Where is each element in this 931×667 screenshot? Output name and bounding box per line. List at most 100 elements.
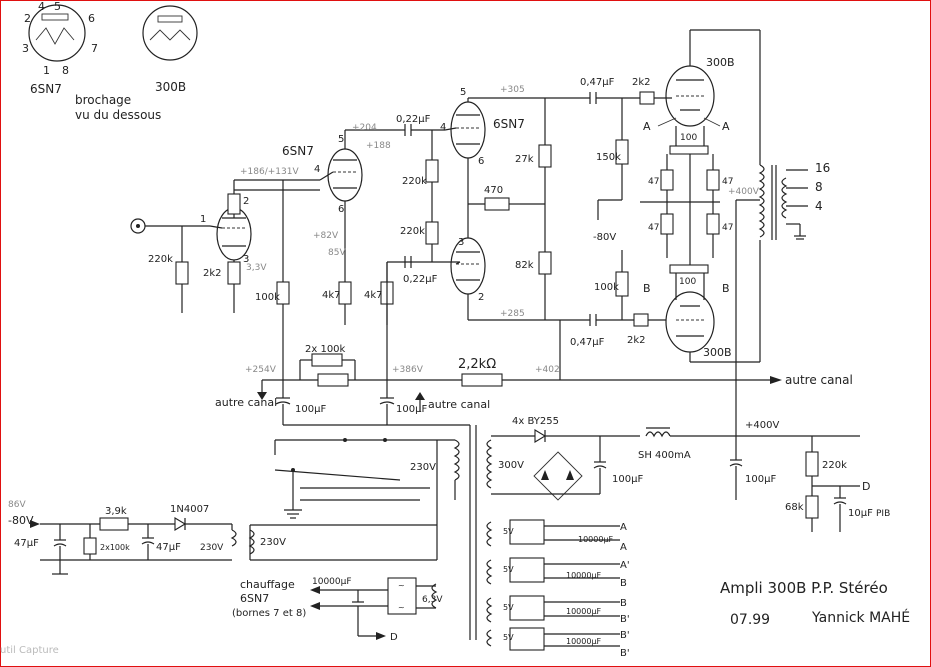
svg-text:8: 8 [62, 64, 69, 77]
svg-text:100k: 100k [594, 282, 619, 293]
tube-300b-top: 300B A A [643, 29, 761, 165]
pinout-300b: 300B [142, 5, 198, 94]
output-coupling-top: 0,47μF 2k2 150k -80V [580, 77, 672, 243]
svg-text:2k2: 2k2 [627, 335, 646, 346]
svg-text:A: A [643, 120, 651, 133]
svg-text:47μF: 47μF [156, 542, 181, 553]
svg-text:~: ~ [398, 603, 405, 612]
svg-text:+254V: +254V [245, 365, 277, 375]
svg-text:+285: +285 [500, 309, 525, 319]
hum-balance-top: 100 47 47 47 47 [640, 126, 733, 265]
svg-text:300B: 300B [155, 80, 186, 94]
hv-rectifier: 300V 4x BY255 100μF SH 400mA +400V 100μF… [486, 416, 890, 532]
svg-text:2: 2 [478, 292, 484, 303]
svg-text:100μF: 100μF [745, 474, 776, 485]
svg-text:D: D [862, 480, 870, 493]
svg-text:+305: +305 [500, 85, 525, 95]
svg-text:+400V: +400V [728, 187, 760, 197]
svg-text:D: D [390, 632, 398, 643]
svg-text:+402: +402 [535, 365, 560, 375]
svg-text:4x BY255: 4x BY255 [512, 416, 559, 427]
svg-text:3,3V: 3,3V [246, 263, 267, 273]
svg-text:100μF: 100μF [612, 474, 643, 485]
svg-text:2x 100k: 2x 100k [305, 344, 346, 355]
svg-text:220k: 220k [402, 176, 427, 187]
schematic-author: Yannick MAHÉ [811, 609, 910, 626]
svg-text:PIB: PIB [876, 509, 890, 519]
footer-label: util Capture [0, 645, 59, 656]
svg-text:300V: 300V [498, 460, 524, 471]
svg-text:B: B [643, 282, 651, 295]
output-transformer: 16 8 4 +400V [728, 161, 830, 420]
svg-text:chauffage: chauffage [240, 578, 295, 591]
svg-text:3,9k: 3,9k [105, 506, 127, 517]
svg-text:B: B [722, 282, 730, 295]
svg-text:B': B' [620, 630, 630, 641]
svg-text:5: 5 [54, 0, 61, 13]
svg-text:2: 2 [243, 196, 249, 207]
svg-text:0,22μF: 0,22μF [403, 274, 438, 285]
svg-text:1: 1 [200, 214, 206, 225]
stage3-resistors: 470 27k 82k [468, 98, 552, 320]
svg-text:150k: 150k [596, 152, 621, 163]
svg-text:470: 470 [484, 185, 503, 196]
svg-text:A': A' [620, 560, 630, 571]
svg-text:220k: 220k [148, 254, 173, 265]
svg-text:+400V: +400V [745, 420, 779, 431]
svg-text:82k: 82k [515, 260, 534, 271]
svg-text:vu du dessous: vu du dessous [75, 108, 161, 122]
svg-text:10000μF: 10000μF [566, 637, 602, 646]
svg-text:SH 400mA: SH 400mA [638, 450, 691, 461]
filament-supplies: 5V 10000μF A A 5V 10000μF A' B 5V 10000μ… [486, 519, 630, 659]
svg-text:+186/+131V: +186/+131V [240, 167, 299, 177]
tube-300b-bottom: 300B B B [643, 240, 761, 363]
stage1-plate-wiring: 100k +186/+131V [233, 167, 320, 380]
svg-text:4: 4 [815, 199, 823, 213]
svg-text:(bornes 7 et 8): (bornes 7 et 8) [232, 608, 306, 619]
svg-text:4k7: 4k7 [364, 290, 383, 301]
input-jack: 220k 1 [130, 214, 210, 313]
hum-balance-bottom: 100 [669, 264, 709, 300]
svg-text:3: 3 [22, 42, 29, 55]
title-block: Ampli 300B P.P. Stéréo 07.99 Yannick MAH… [720, 579, 910, 628]
bias-supply: 86V -80V 3,9k 1N4007 230V 47μF 2x100k 47… [8, 500, 237, 575]
svg-text:autre canal: autre canal [215, 396, 277, 409]
svg-text:230V: 230V [410, 462, 436, 473]
svg-text:6: 6 [88, 12, 95, 25]
svg-text:5: 5 [338, 134, 344, 145]
mains-switching: 230V [274, 425, 477, 640]
svg-text:6SN7: 6SN7 [493, 117, 525, 131]
svg-text:10000μF: 10000μF [312, 577, 352, 587]
svg-text:4: 4 [440, 122, 446, 133]
svg-text:100: 100 [679, 277, 696, 287]
svg-text:5V: 5V [503, 565, 514, 574]
mains-primary-230: 230V [248, 440, 438, 561]
ht-supply-line: autre canal +254V 2x 100k +386V 2,2kΩ +4… [215, 320, 853, 426]
heater-supply: chauffage 6SN7 (bornes 7 et 8) 10000μF ~… [232, 577, 443, 643]
svg-text:4k7: 4k7 [322, 290, 341, 301]
svg-text:6SN7: 6SN7 [30, 82, 62, 96]
svg-text:6,3V: 6,3V [422, 595, 443, 605]
schematic-date: 07.99 [730, 612, 770, 628]
svg-text:100μF: 100μF [295, 404, 326, 415]
svg-text:7: 7 [91, 42, 98, 55]
svg-text:B: B [620, 598, 627, 609]
svg-text:27k: 27k [515, 154, 534, 165]
svg-text:10000μF: 10000μF [566, 571, 602, 580]
svg-text:68k: 68k [785, 502, 804, 513]
tube-v3-6sn7: 5 4 6 6SN7 +305 [440, 85, 590, 204]
svg-text:2: 2 [24, 12, 31, 25]
svg-text:86V: 86V [8, 500, 26, 510]
svg-text:5: 5 [460, 87, 466, 98]
svg-text:+82V: +82V [313, 231, 339, 241]
svg-text:0,22μF: 0,22μF [396, 114, 431, 125]
svg-text:-80V: -80V [8, 514, 34, 527]
svg-text:47: 47 [648, 177, 659, 187]
svg-text:0,47μF: 0,47μF [570, 337, 605, 348]
svg-text:A: A [722, 120, 730, 133]
svg-text:brochage: brochage [75, 93, 131, 107]
svg-text:+386V: +386V [392, 365, 424, 375]
svg-text:85V: 85V [328, 248, 346, 258]
svg-text:230V: 230V [260, 537, 286, 548]
